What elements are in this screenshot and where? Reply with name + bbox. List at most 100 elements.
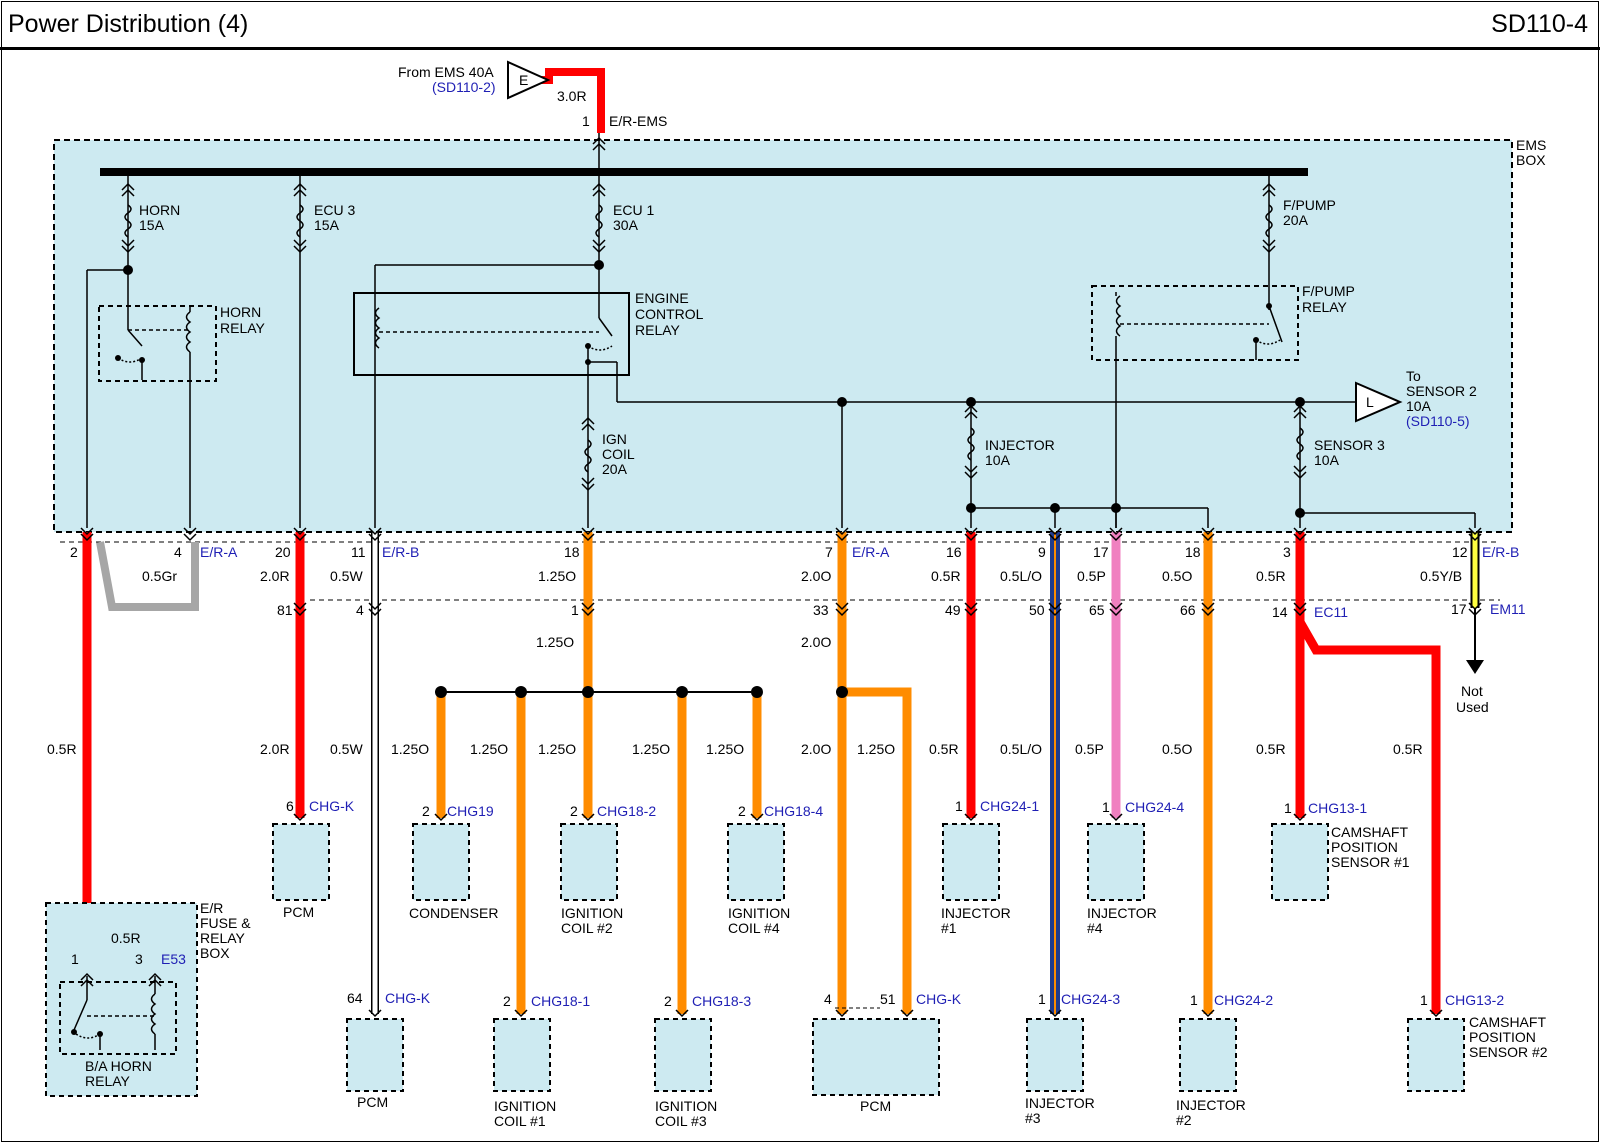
wire-label: 0.5R xyxy=(1256,741,1286,757)
svg-text:1: 1 xyxy=(1102,799,1110,815)
box-connector: E/R-B xyxy=(1482,544,1519,560)
fpump-relay-circuit xyxy=(1115,292,1283,528)
horn-relay-label-2: RELAY xyxy=(220,320,266,336)
svg-text:#4: #4 xyxy=(1087,920,1103,936)
svg-text:4: 4 xyxy=(824,991,832,1007)
svg-text:2: 2 xyxy=(422,803,430,819)
header-bar: Power Distribution (4) SD110-4 xyxy=(0,0,1600,50)
mid-pin-labels: 81 4 1 33 49 50 65 66 14 EC11 17 EM11 xyxy=(277,601,1526,620)
source-ref-label: (SD110-2) xyxy=(432,79,496,95)
svg-text:3: 3 xyxy=(135,951,143,967)
to-sensor2-ref: (SD110-5) xyxy=(1406,413,1470,429)
svg-text:CHG18-2: CHG18-2 xyxy=(597,803,656,819)
fuse-horn-name: HORN xyxy=(139,202,180,218)
not-used-arrow xyxy=(1466,660,1484,674)
svg-text:1: 1 xyxy=(1038,991,1046,1007)
fuse-fpump-rating: 20A xyxy=(1283,212,1309,228)
horn-relay-contact xyxy=(139,357,145,363)
component-ignition-coil-2: 2 CHG18-2 IGNITION COIL #2 xyxy=(560,803,656,936)
horn-relay-contact-2 xyxy=(115,355,121,361)
wire-label: 2.0O xyxy=(801,568,831,584)
svg-text:CHG24-4: CHG24-4 xyxy=(1125,799,1184,815)
box-connector: E/R-A xyxy=(852,544,890,560)
component-camshaft-sensor-1: 1 CHG13-1 CAMSHAFT POSITION SENSOR #1 xyxy=(1271,800,1410,901)
wire-label: 0.5W xyxy=(330,741,363,757)
to-sensor2-label-2: SENSOR 2 xyxy=(1406,383,1477,399)
svg-text:2: 2 xyxy=(503,993,511,1009)
mid-pin: 4 xyxy=(356,602,364,618)
wire-label: 1.25O xyxy=(538,741,576,757)
box-connector: E/R-A xyxy=(200,544,238,560)
svg-text:1: 1 xyxy=(71,951,79,967)
node-sensor3 xyxy=(1295,397,1305,407)
svg-text:CHG13-1: CHG13-1 xyxy=(1308,800,1367,816)
wire-label: 2.0O xyxy=(801,741,831,757)
splice-node-5 xyxy=(751,686,763,698)
horn-relay-label-1: HORN xyxy=(220,304,261,320)
splice-node-6 xyxy=(836,686,848,698)
wire-label: 0.5P xyxy=(1075,741,1104,757)
mid-pin: 81 xyxy=(277,602,293,618)
svg-text:COIL #1: COIL #1 xyxy=(494,1113,546,1129)
svg-text:E53: E53 xyxy=(161,951,186,967)
source-from-label: From EMS 40A xyxy=(398,64,494,80)
wire-label: 1.25O xyxy=(632,741,670,757)
svg-text:IGNITION: IGNITION xyxy=(655,1098,717,1114)
svg-text:INJECTOR: INJECTOR xyxy=(1025,1095,1095,1111)
node-injector-split xyxy=(966,503,976,513)
box-pin: 3 xyxy=(1283,544,1291,560)
mid-pin: 33 xyxy=(813,602,829,618)
component-ignition-coil-3: 2 CHG18-3 IGNITION COIL #3 xyxy=(654,993,751,1129)
wire-label: 0.5Y/B xyxy=(1420,568,1462,584)
splice-node-1 xyxy=(435,686,447,698)
svg-text:CHG-K: CHG-K xyxy=(309,798,355,814)
wire-label: 0.5R xyxy=(1256,568,1286,584)
mid-pin: 50 xyxy=(1029,602,1045,618)
svg-text:BOX: BOX xyxy=(200,945,230,961)
fpump-relay-label-2: RELAY xyxy=(1302,299,1348,315)
svg-text:1: 1 xyxy=(955,798,963,814)
box-pin: 18 xyxy=(1185,544,1201,560)
wire-label: 0.5Gr xyxy=(142,568,177,584)
mid-connector-em11: EM11 xyxy=(1490,601,1526,617)
svg-text:B/A HORN: B/A HORN xyxy=(85,1058,152,1074)
svg-text:SENSOR #2: SENSOR #2 xyxy=(1469,1044,1548,1060)
to-sensor2-flag xyxy=(1355,381,1403,423)
wire-label: 2.0O xyxy=(801,634,831,650)
svg-text:CHG-K: CHG-K xyxy=(916,991,962,1007)
not-used-label-1: Not xyxy=(1461,683,1483,699)
mid-pin: 14 xyxy=(1272,604,1288,620)
box-pin: 12 xyxy=(1452,544,1468,560)
wire-label: 1.25O xyxy=(538,568,576,584)
page-title: Power Distribution (4) xyxy=(8,10,249,38)
component-pcm-c: 4 51 CHG-K PCM xyxy=(812,991,962,1114)
svg-text:POSITION: POSITION xyxy=(1469,1029,1536,1045)
box-pin: 16 xyxy=(946,544,962,560)
box-pin: 17 xyxy=(1093,544,1109,560)
svg-text:RELAY: RELAY xyxy=(85,1073,131,1089)
fuse-sensor3-name: SENSOR 3 xyxy=(1314,437,1385,453)
fuse-igncoil-rating: 20A xyxy=(602,461,628,477)
mid-connector-ec11: EC11 xyxy=(1314,604,1348,620)
page-code: SD110-4 xyxy=(1491,10,1588,38)
svg-text:1: 1 xyxy=(1190,992,1198,1008)
ecr-circuit xyxy=(374,264,1356,528)
svg-text:#3: #3 xyxy=(1025,1110,1041,1126)
svg-text:CHG-K: CHG-K xyxy=(385,990,431,1006)
ems-box-label-1: EMS xyxy=(1516,137,1546,153)
lower-wire-labels: 0.5R 2.0R 0.5W 1.25O 1.25O 1.25O 1.25O 1… xyxy=(47,741,1423,757)
wire-label: 0.5P xyxy=(1077,568,1106,584)
svg-text:PCM: PCM xyxy=(357,1094,388,1110)
wire-label: 2.0R xyxy=(260,568,290,584)
wire-label: 1.25O xyxy=(391,741,429,757)
svg-text:COIL #4: COIL #4 xyxy=(728,920,780,936)
fpump-relay-contact-2 xyxy=(1253,337,1259,343)
box-pin: 7 xyxy=(825,544,833,560)
wire-label: 1.25O xyxy=(706,741,744,757)
component-injector-4: 1 CHG24-4 INJECTOR #4 xyxy=(1087,799,1184,936)
wire-label: 0.5R xyxy=(931,568,961,584)
wire-label: 0.5O xyxy=(1162,741,1192,757)
component-ignition-coil-4: 2 CHG18-4 IGNITION COIL #4 xyxy=(727,803,823,936)
wire-label: 0.5R xyxy=(47,741,77,757)
svg-text:IGNITION: IGNITION xyxy=(494,1098,556,1114)
